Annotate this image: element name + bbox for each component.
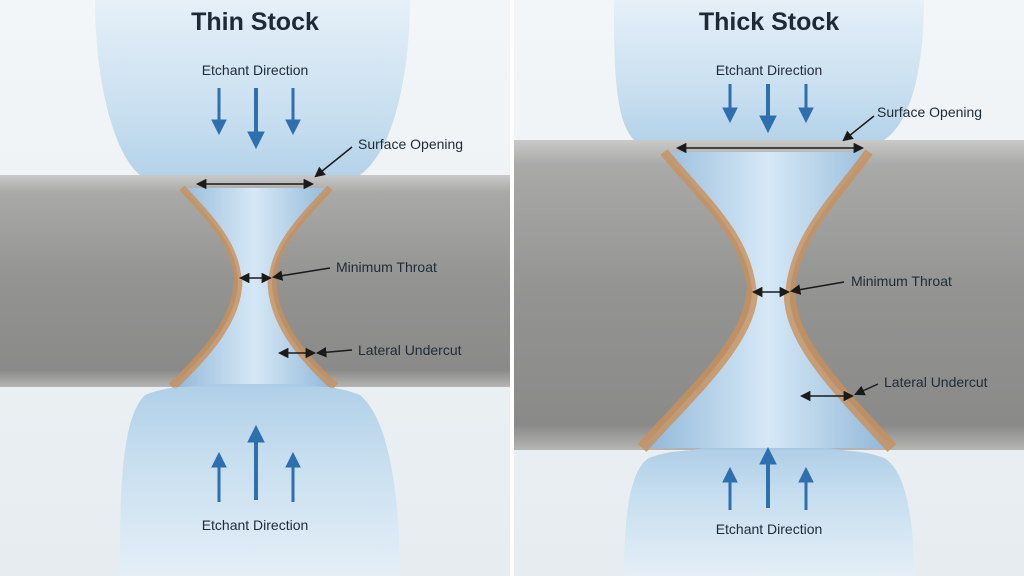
top-etchant-pool xyxy=(614,0,924,152)
etchant-direction-bottom-label: Etchant Direction xyxy=(715,521,823,537)
panel-divider xyxy=(510,0,514,576)
thin-stock-panel: Thin Stock Etchant Direction Etchant Dir… xyxy=(0,0,510,576)
etchant-arrows-top xyxy=(211,88,301,150)
lateral-undercut-leader xyxy=(854,383,879,396)
surface-opening-label: Surface Opening xyxy=(358,136,464,152)
minimum-throat-leader xyxy=(789,281,845,295)
undercut-rim-upper xyxy=(179,185,333,281)
thick-stock-panel: Thick Stock Etchant Direction Etchant Di… xyxy=(514,0,1024,576)
undercut-rim-lower xyxy=(168,279,339,391)
etchant-arrows-top xyxy=(722,84,814,134)
etchant-arrows-bottom xyxy=(722,446,814,510)
surface-opening-leader xyxy=(842,115,875,142)
etchant-arrows-bottom xyxy=(211,424,301,502)
lateral-undercut-label: Lateral Undercut xyxy=(884,374,988,390)
top-etchant-pool xyxy=(95,0,410,190)
bottom-etchant-pool xyxy=(120,384,400,576)
minimum-throat-label: Minimum Throat xyxy=(851,273,952,289)
surface-opening-leader xyxy=(314,146,353,178)
panel-title: Thin Stock xyxy=(191,8,319,36)
lateral-undercut-label: Lateral Undercut xyxy=(358,342,462,358)
minimum-throat-label: Minimum Throat xyxy=(336,259,437,275)
panel-title: Thick Stock xyxy=(698,8,840,36)
bottom-etchant-pool xyxy=(624,448,914,576)
undercut-rim-upper xyxy=(660,149,873,291)
surface-opening-label: Surface Opening xyxy=(877,104,983,120)
lateral-undercut-leader xyxy=(315,347,353,358)
minimum-throat-leader xyxy=(271,267,331,281)
etchant-direction-top-label: Etchant Direction xyxy=(715,62,823,78)
undercut-rim-lower xyxy=(637,289,897,453)
etched-channel xyxy=(642,152,892,448)
etchant-direction-top-label: Etchant Direction xyxy=(201,62,309,78)
thick-stock-illustration xyxy=(514,0,1024,576)
thin-stock-illustration xyxy=(0,0,510,576)
etchant-direction-bottom-label: Etchant Direction xyxy=(201,517,309,533)
etched-channel xyxy=(172,188,335,387)
